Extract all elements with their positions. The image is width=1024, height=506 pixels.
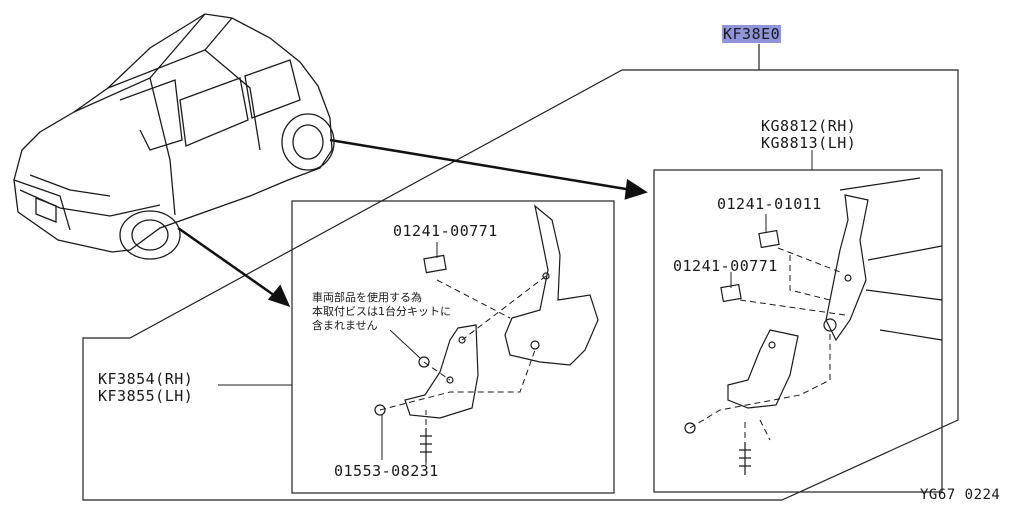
note-line-3: 含まれません [312,319,378,332]
screw-part-label[interactable]: 01553-08231 [334,462,439,480]
note-line-2: 本取付ビスは1台分キットに [312,305,451,318]
rear-panel [653,169,943,493]
kit-code-label[interactable]: KF38E0 [722,25,782,43]
front-lh-label[interactable]: KF3855(LH) [98,387,194,405]
bracket-lh-label[interactable]: KG8813(LH) [761,134,857,152]
kit-frame [82,69,959,501]
figure-code: YG67 0224 [920,487,1001,503]
bracket-rh-label[interactable]: KG8812(RH) [761,117,857,135]
clip-rear-upper-label[interactable]: 01241-01011 [717,195,822,213]
car-illustration [13,13,335,260]
clip-front-label[interactable]: 01241-00771 [393,222,498,240]
front-rh-label[interactable]: KF3854(RH) [98,370,194,388]
clip-rear-lower-label[interactable]: 01241-00771 [673,257,778,275]
kit-code-highlight: KF38E0 [722,25,782,43]
front-panel [291,200,615,494]
note-line-1: 車両部品を使用する為 [312,291,422,304]
